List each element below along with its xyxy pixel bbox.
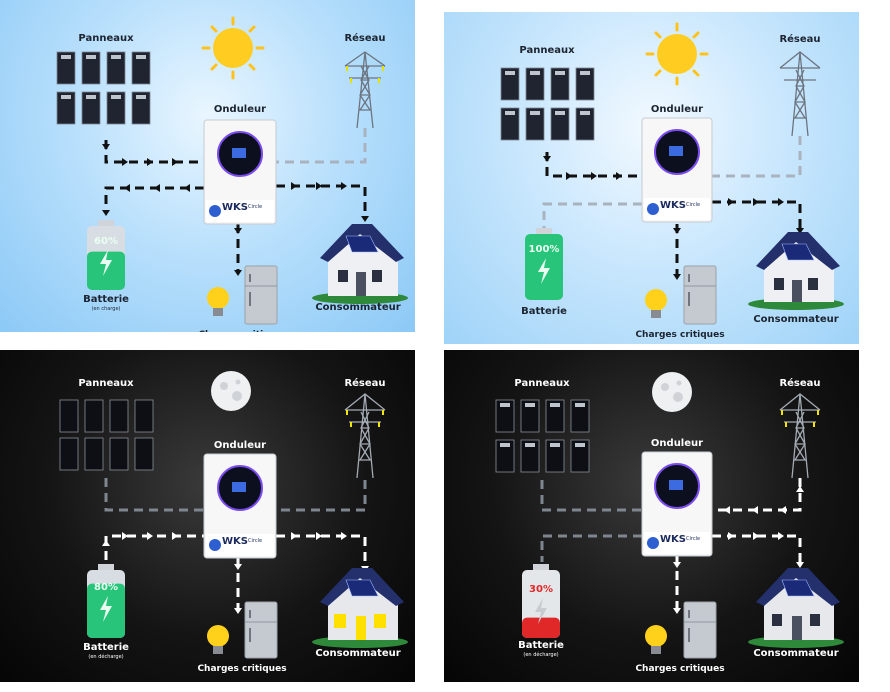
house-icon [312,224,408,304]
light-bulb-icon [645,289,667,318]
inverter-icon [203,453,277,559]
refrigerator-icon [244,265,278,325]
battery-status: (en charge) [91,306,121,312]
label-batterie: Batterie [83,294,129,305]
label-consommateur: Consommateur [753,648,839,659]
inverter-icon [641,451,713,557]
diagram-night-grid [495,372,844,659]
label-panneaux: Panneaux [78,33,134,44]
label-onduleur: Onduleur [213,440,267,451]
diagram-day-full [500,22,844,325]
diagram-night-discharging [59,371,408,659]
battery-icon [525,228,563,300]
brand-suffix: Circle [248,538,263,544]
solar-panels-icon [56,51,151,125]
light-bulb-icon [207,625,229,654]
brand-name: WKS [660,534,686,545]
label-onduleur: Onduleur [213,104,267,115]
scenario-day-charging: Panneaux Réseau Onduleur Consommateur Ch… [0,0,415,332]
brand-name: WKS [222,536,248,547]
battery-status: (en décharge) [88,654,124,660]
refrigerator-icon [244,601,278,659]
battery-percent: 100% [528,244,560,255]
inverter-icon [641,117,713,223]
solar-panels-icon [495,399,590,473]
label-panneaux: Panneaux [78,378,134,389]
brand-suffix: Circle [248,204,263,210]
moon-icon [211,371,251,411]
label-onduleur: Onduleur [650,104,704,115]
battery-status: (en décharge) [523,652,559,658]
label-charges-critiques: Charges critiques [198,330,287,332]
label-charges-critiques: Charges critiques [197,664,287,674]
label-consommateur: Consommateur [753,314,839,325]
label-reseau: Réseau [344,33,386,44]
power-pylon-icon [779,393,821,479]
battery-percent: 30% [529,584,553,595]
label-charges-critiques: Charges critiques [635,664,725,674]
label-consommateur: Consommateur [315,302,401,313]
moon-icon [652,372,692,412]
power-pylon-icon [344,393,386,479]
battery-icon [522,564,560,638]
label-panneaux: Panneaux [519,45,575,56]
battery-icon [87,220,125,290]
label-reseau: Réseau [779,34,821,45]
house-icon [748,568,844,648]
refrigerator-icon [683,265,717,325]
house-icon [312,568,408,648]
solar-panels-icon [500,67,595,141]
battery-percent: 80% [94,582,118,593]
brand-name: WKS [222,202,248,213]
house-icon [748,232,844,310]
brand-suffix: Circle [686,536,701,542]
sun-icon [201,16,265,80]
brand-suffix: Circle [686,202,701,208]
diagram-day-charging [56,16,408,325]
battery-icon [87,564,125,638]
brand-name: WKS [660,200,686,211]
label-charges-critiques: Charges critiques [635,330,725,340]
label-reseau: Réseau [344,378,386,389]
label-batterie: Batterie [83,642,129,653]
scenario-day-full: Panneaux Réseau Onduleur Consommateur Ch… [444,12,859,344]
scenario-night-grid: Panneaux Réseau Onduleur Consommateur Ch… [444,350,859,682]
label-panneaux: Panneaux [514,378,570,389]
light-bulb-icon [645,625,667,654]
power-pylon-icon [779,51,821,137]
label-consommateur: Consommateur [315,648,401,659]
light-bulb-icon [207,287,229,316]
label-onduleur: Onduleur [650,438,704,449]
sun-icon [645,22,709,86]
scenario-night-discharging: Panneaux Réseau Onduleur Consommateur Ch… [0,350,415,682]
refrigerator-icon [683,601,717,659]
battery-percent: 60% [94,236,118,247]
inverter-icon [203,119,277,225]
power-pylon-icon [344,51,386,129]
label-batterie: Batterie [518,640,564,651]
solar-panels-icon [59,399,154,471]
label-reseau: Réseau [779,378,821,389]
label-batterie: Batterie [521,306,567,317]
